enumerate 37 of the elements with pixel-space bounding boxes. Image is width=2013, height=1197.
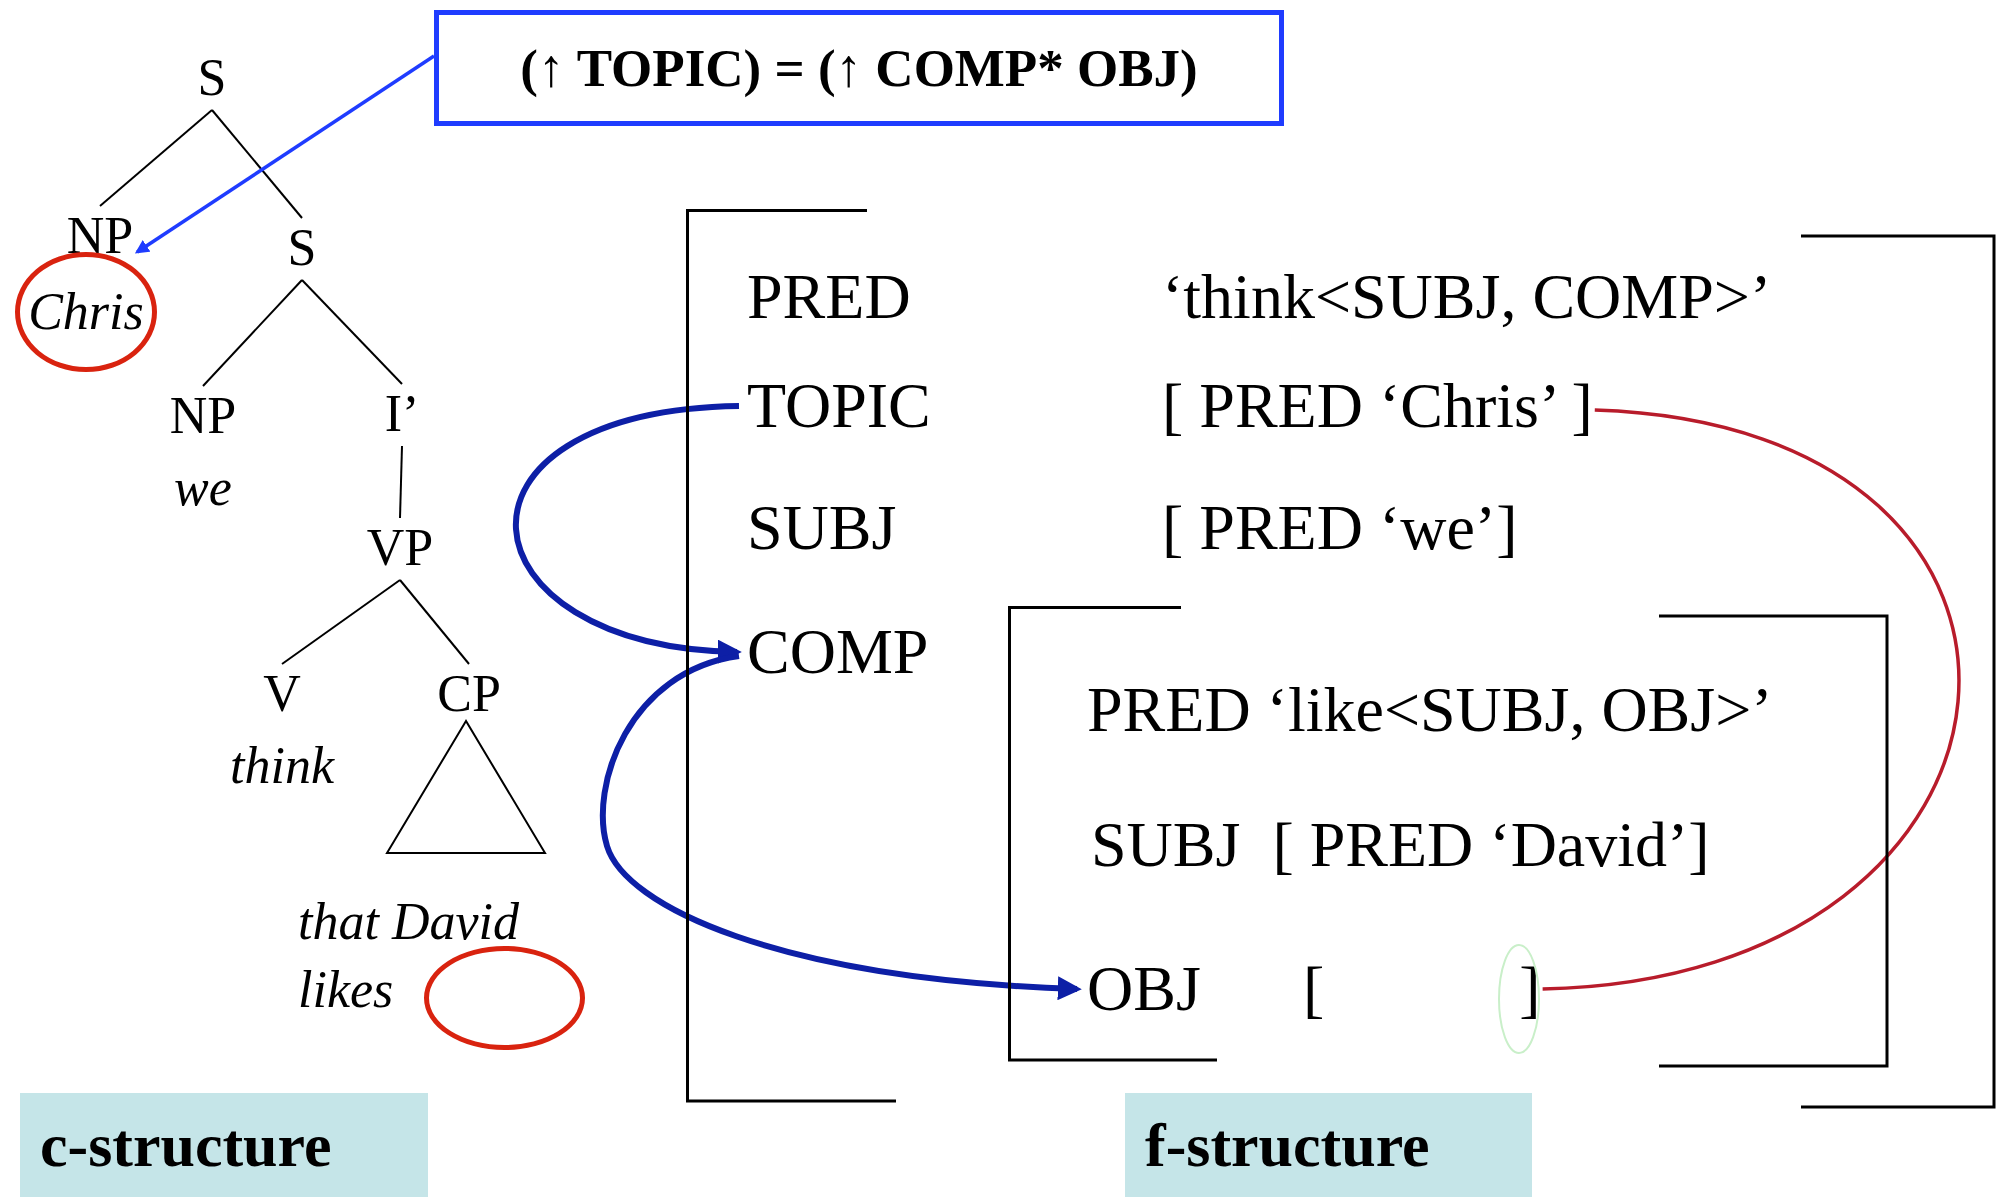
category-label: NP: [169, 390, 237, 442]
arrow: [134, 54, 435, 254]
category-label: I’: [384, 388, 420, 440]
feature-text: PRED ‘like<SUBJ, OBJ>’: [1087, 678, 1773, 742]
bracket-text: ]: [1519, 957, 1541, 1021]
formula-box: (↑ TOPIC) = (↑ COMP* OBJ): [434, 10, 1284, 126]
bracket-text: [: [1303, 957, 1325, 1021]
word-label: we: [174, 462, 232, 514]
feature-text: COMP: [747, 620, 929, 684]
section-label: c-structure: [20, 1093, 428, 1197]
feature-text: ‘think<SUBJ, COMP>’: [1162, 265, 1772, 329]
phrase-label: that David likes: [298, 892, 520, 1020]
category-label: VP: [366, 522, 434, 574]
tree-branch: [211, 109, 303, 219]
category-label: V: [263, 668, 301, 720]
section-label: f-structure: [1125, 1093, 1532, 1197]
tree-branch: [281, 579, 401, 665]
tree-branch: [99, 109, 213, 207]
word-label: think: [230, 740, 334, 792]
tree-branch: [301, 279, 403, 385]
feature-text: PRED: [747, 265, 911, 329]
tree-branch: [202, 279, 303, 387]
tree-branch: [399, 579, 470, 665]
empty-circle: [424, 946, 585, 1050]
category-label: S: [197, 52, 227, 104]
feature-text: SUBJ: [747, 496, 897, 560]
feature-text: SUBJ [ PRED ‘David’]: [1091, 813, 1710, 877]
category-label: CP: [437, 668, 501, 720]
tree-branch: [399, 445, 403, 519]
circled-word: Chris: [15, 252, 157, 372]
link-line: [1542, 408, 1960, 991]
feature-text: [ PRED ‘Chris’ ]: [1162, 374, 1593, 438]
feature-text: [ PRED ‘we’]: [1162, 496, 1518, 560]
feature-text: OBJ: [1087, 957, 1201, 1021]
feature-text: TOPIC: [747, 374, 931, 438]
category-label: S: [287, 222, 317, 274]
arrow: [599, 653, 1082, 1000]
